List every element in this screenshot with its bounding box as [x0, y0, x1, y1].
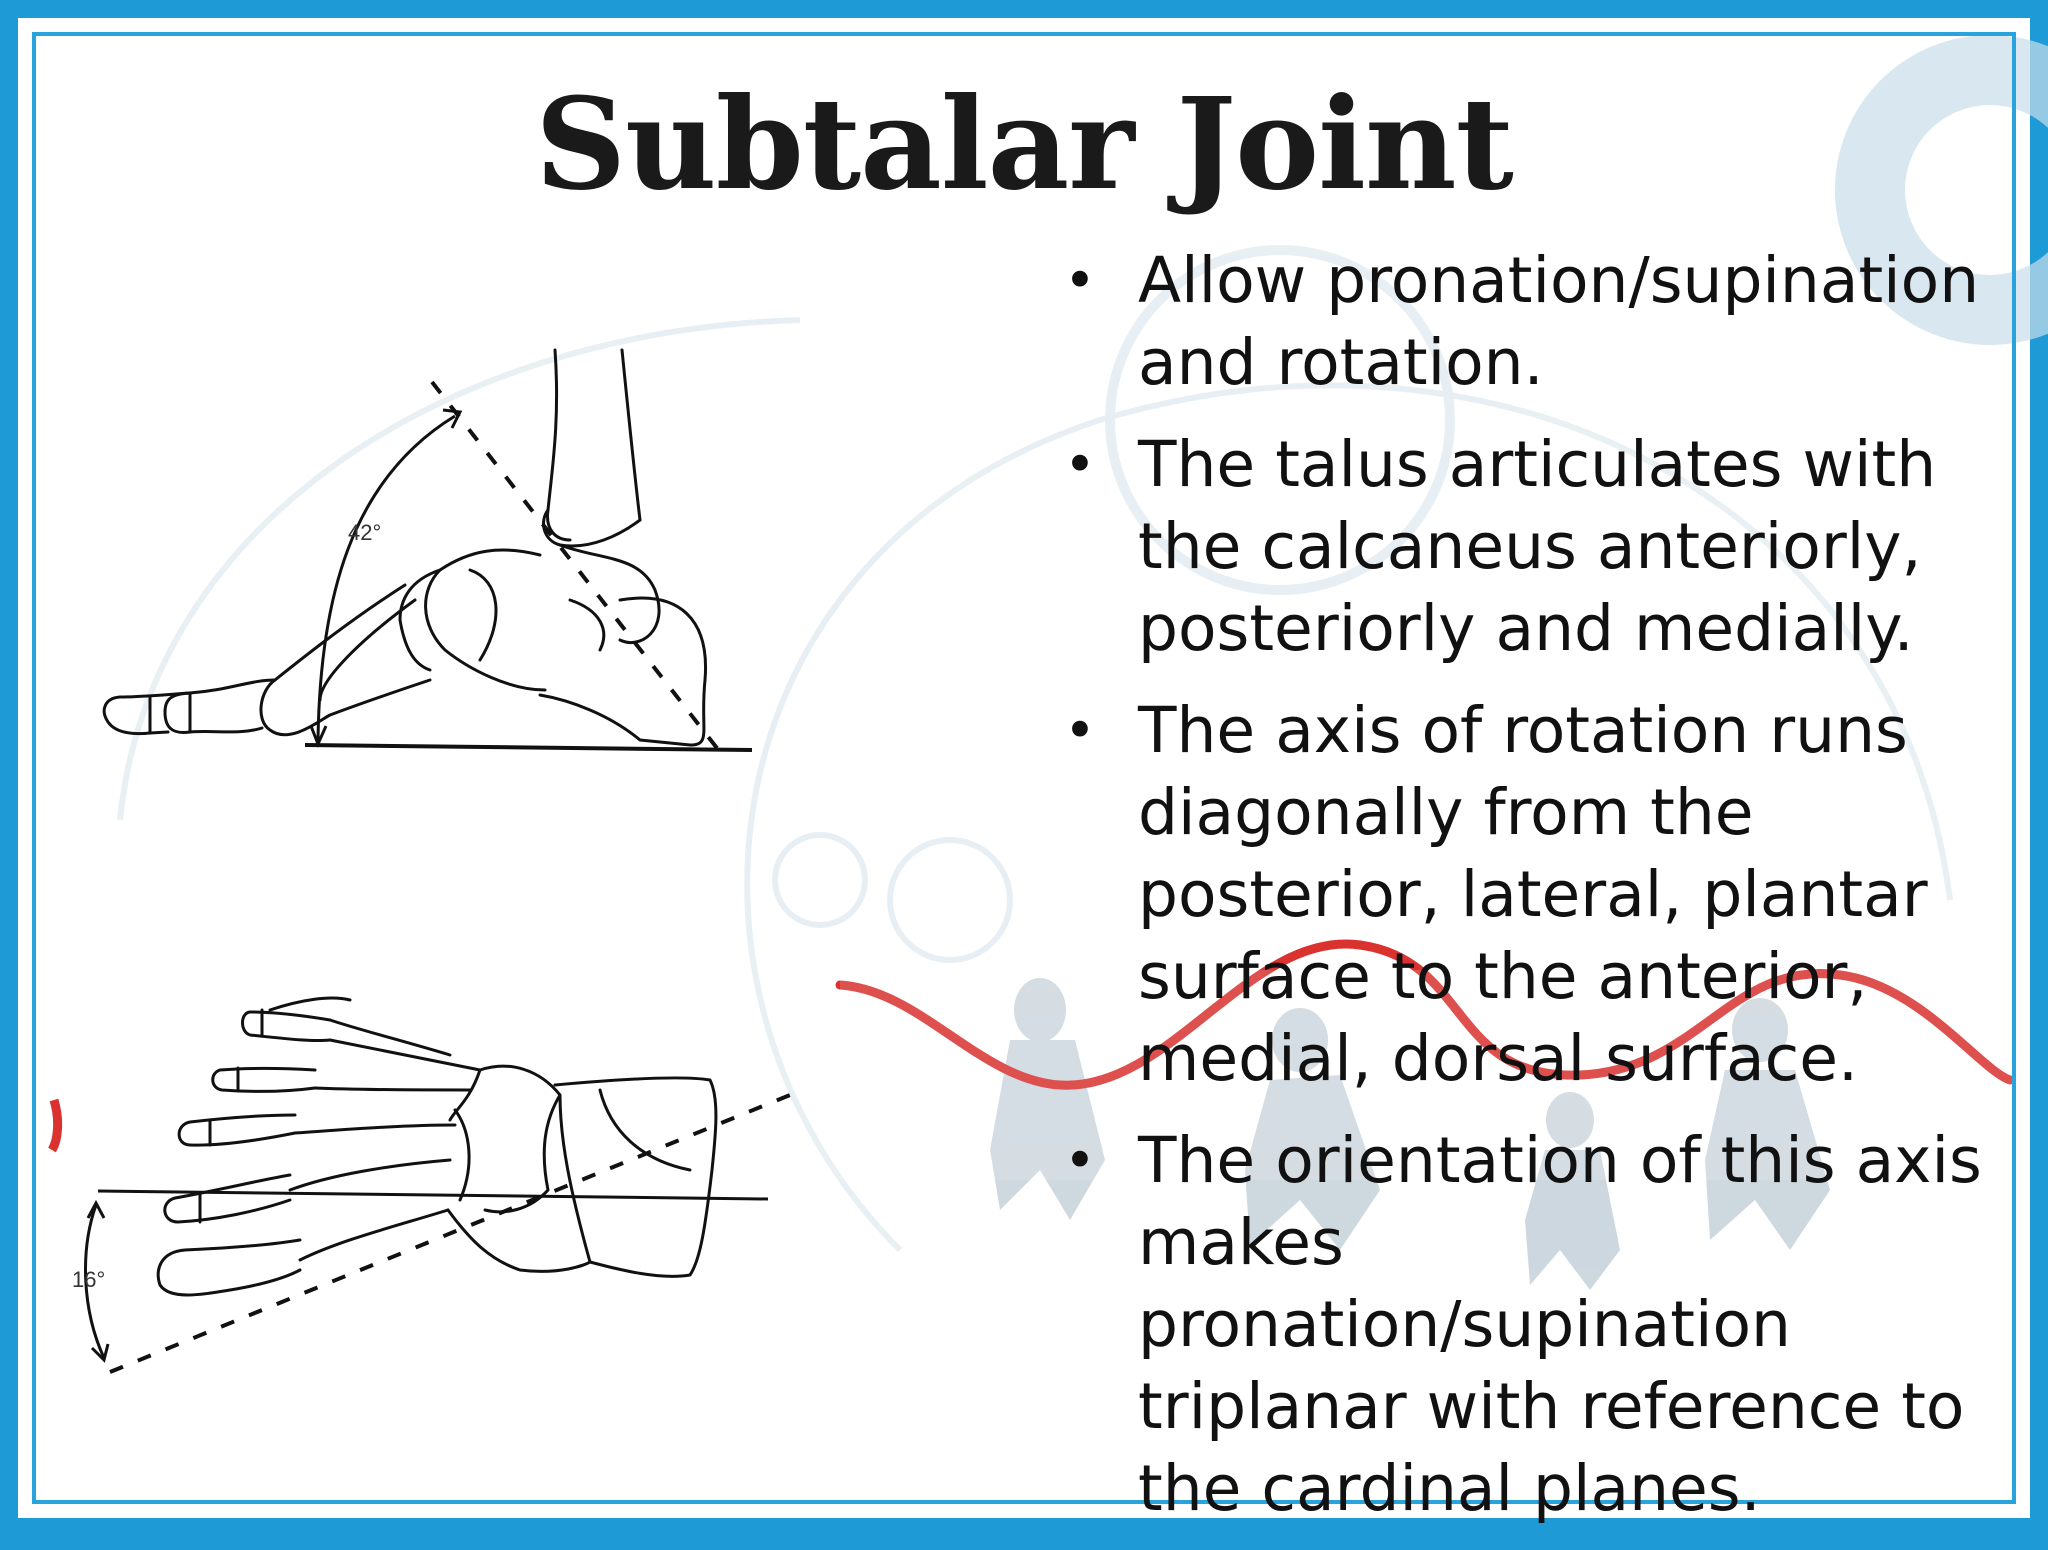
bullet-item: • The orientation of this axis makes pron…	[1050, 1120, 2010, 1530]
slide-title: Subtalar Joint	[535, 70, 1514, 218]
bullet-item: • The talus articulates with the calcaneu…	[1050, 424, 2010, 670]
angle-label-16: 16°	[72, 1267, 105, 1292]
bullet-text: The talus articulates with the calcaneus…	[1138, 428, 1937, 665]
fade-band	[840, 970, 2020, 1180]
bullet-text: The axis of rotation runs diagonally fro…	[1138, 694, 1928, 1095]
bullet-dot: •	[1064, 433, 1096, 496]
slide-background	[18, 18, 2030, 1518]
bullet-dot: •	[1064, 699, 1096, 762]
bullet-dot: •	[1064, 249, 1096, 312]
bullet-item: • The axis of rotation runs diagonally fr…	[1050, 690, 2010, 1100]
bullet-dot: •	[1064, 1129, 1096, 1192]
bullet-text: Allow pronation/supination and rotation.	[1138, 244, 1980, 399]
bullet-list: • Allow pronation/supination and rotation…	[1050, 240, 2010, 1550]
slide-border	[32, 32, 2016, 1504]
angle-label-42: 42°	[348, 520, 381, 545]
bullet-item: • Allow pronation/supination and rotation…	[1050, 240, 2010, 404]
top-right-circle-decoration	[1835, 35, 2048, 345]
red-ribbon-decoration	[835, 939, 2015, 1090]
red-ribbon-left-decoration	[47, 1098, 63, 1153]
bullet-text: The orientation of this axis makes prona…	[1138, 1124, 1982, 1525]
